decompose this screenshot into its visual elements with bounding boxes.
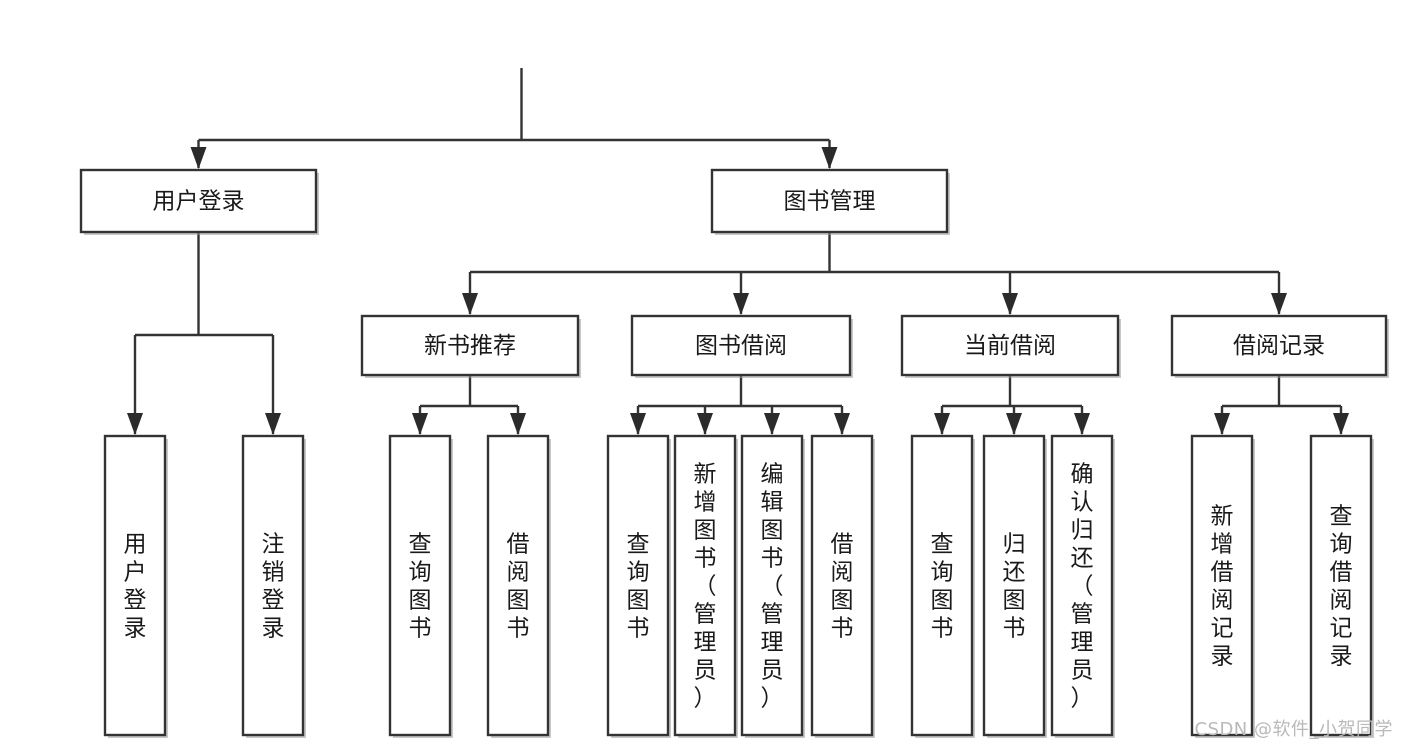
node-leaf-borrow-book[interactable]: 借阅图书 bbox=[810, 434, 875, 738]
node-new-book-recommend-rect[interactable] bbox=[360, 314, 580, 377]
node-leaf-confirm-return[interactable]: 确认归还（管理员） bbox=[1050, 434, 1115, 738]
node-leaf-edit-book-rect[interactable] bbox=[740, 434, 804, 737]
node-leaf-edit-book-label: 编辑图书（管理员） bbox=[761, 461, 784, 711]
node-leaf-edit-book[interactable]: 编辑图书（管理员） bbox=[740, 434, 805, 738]
node-layer: 用户登录图书管理新书推荐图书借阅当前借阅借阅记录用户登录注销登录查询图书借阅图书… bbox=[79, 168, 1389, 738]
node-leaf-query-book-borrow-rect[interactable] bbox=[606, 434, 670, 737]
node-leaf-add-record-label: 新增借阅记录 bbox=[1211, 503, 1234, 669]
node-leaf-query-book-rec-label: 查询图书 bbox=[409, 531, 432, 641]
node-leaf-borrow-book-rec-rect[interactable] bbox=[486, 434, 550, 737]
node-leaf-return-book-rect[interactable] bbox=[982, 434, 1046, 737]
arrow-head-icon-new-book-recommend bbox=[462, 293, 478, 315]
arrow-head-icon-leaf-query-book-rec bbox=[412, 413, 428, 435]
node-leaf-user-login-rect[interactable] bbox=[103, 434, 167, 737]
csdn-watermark: CSDN @软件_小贺同学 bbox=[1194, 719, 1393, 740]
node-borrow-record-rect[interactable] bbox=[1170, 314, 1388, 377]
arrow-head-icon-book-manage bbox=[821, 147, 838, 169]
node-new-book-recommend-label: 新书推荐 bbox=[424, 333, 516, 359]
node-user-login-label: 用户登录 bbox=[153, 189, 245, 215]
arrow-head-icon-leaf-user-login bbox=[127, 413, 143, 435]
node-current-borrow[interactable]: 当前借阅 bbox=[900, 314, 1121, 378]
node-leaf-add-book-rect[interactable] bbox=[673, 434, 737, 737]
arrow-head-icon-leaf-return-book bbox=[1006, 413, 1022, 435]
node-leaf-query-book-cur[interactable]: 查询图书 bbox=[910, 434, 975, 738]
node-leaf-logout-label: 注销登录 bbox=[262, 531, 285, 641]
arrow-head-icon-leaf-add-book bbox=[697, 413, 713, 435]
node-leaf-return-book-label: 归还图书 bbox=[1003, 531, 1026, 641]
node-leaf-add-book[interactable]: 新增图书（管理员） bbox=[673, 434, 738, 738]
node-leaf-logout[interactable]: 注销登录 bbox=[241, 434, 306, 738]
node-leaf-confirm-return-label: 确认归还（管理员） bbox=[1071, 461, 1094, 711]
node-leaf-confirm-return-rect[interactable] bbox=[1050, 434, 1114, 737]
connector-layer bbox=[127, 68, 1349, 435]
node-leaf-query-book-cur-rect[interactable] bbox=[910, 434, 974, 737]
arrow-head-icon-leaf-query-record bbox=[1333, 413, 1349, 435]
arrow-head-icon-leaf-edit-book bbox=[764, 413, 780, 435]
node-book-manage-rect[interactable] bbox=[710, 168, 949, 234]
node-leaf-borrow-book-rec[interactable]: 借阅图书 bbox=[486, 434, 551, 738]
arrow-head-icon-leaf-add-record bbox=[1214, 413, 1230, 435]
node-leaf-borrow-book-rec-label: 借阅图书 bbox=[507, 531, 530, 641]
arrow-head-icon-current-borrow bbox=[1002, 293, 1018, 315]
node-leaf-user-login-label: 用户登录 bbox=[124, 531, 147, 641]
node-book-borrow[interactable]: 图书借阅 bbox=[630, 314, 853, 378]
node-leaf-query-book-cur-label: 查询图书 bbox=[931, 531, 954, 641]
node-leaf-query-book-borrow-label: 查询图书 bbox=[627, 531, 650, 641]
node-book-manage[interactable]: 图书管理 bbox=[710, 168, 950, 235]
node-leaf-add-book-label: 新增图书（管理员） bbox=[694, 461, 717, 711]
node-leaf-query-record-rect[interactable] bbox=[1309, 434, 1373, 737]
node-user-login-rect[interactable] bbox=[79, 168, 318, 234]
node-book-manage-label: 图书管理 bbox=[784, 189, 876, 215]
node-leaf-query-book-rec-rect[interactable] bbox=[388, 434, 452, 737]
arrow-head-icon-book-borrow bbox=[733, 293, 749, 315]
arrow-head-icon-leaf-borrow-book bbox=[834, 413, 850, 435]
arrow-head-icon-user-login bbox=[190, 147, 207, 169]
arrow-head-icon-borrow-record bbox=[1271, 293, 1287, 315]
node-new-book-recommend[interactable]: 新书推荐 bbox=[360, 314, 581, 378]
node-leaf-add-record[interactable]: 新增借阅记录 bbox=[1190, 434, 1255, 738]
arrow-head-icon-leaf-confirm-return bbox=[1074, 413, 1090, 435]
arrow-head-icon-leaf-query-book-borrow bbox=[630, 413, 646, 435]
node-leaf-add-record-rect[interactable] bbox=[1190, 434, 1254, 737]
node-leaf-query-book-borrow[interactable]: 查询图书 bbox=[606, 434, 671, 738]
node-borrow-record-label: 借阅记录 bbox=[1233, 333, 1325, 359]
arrow-head-icon-leaf-query-book-cur bbox=[934, 413, 950, 435]
node-leaf-borrow-book-label: 借阅图书 bbox=[831, 531, 854, 641]
node-leaf-query-record-label: 查询借阅记录 bbox=[1330, 503, 1353, 669]
node-leaf-return-book[interactable]: 归还图书 bbox=[982, 434, 1047, 738]
node-leaf-user-login[interactable]: 用户登录 bbox=[103, 434, 168, 738]
arrow-head-icon-leaf-borrow-book-rec bbox=[510, 413, 526, 435]
node-leaf-logout-rect[interactable] bbox=[241, 434, 305, 737]
node-current-borrow-label: 当前借阅 bbox=[964, 333, 1056, 359]
node-book-borrow-rect[interactable] bbox=[630, 314, 852, 377]
node-borrow-record[interactable]: 借阅记录 bbox=[1170, 314, 1389, 378]
node-book-borrow-label: 图书借阅 bbox=[695, 333, 787, 359]
arrow-head-icon-leaf-logout bbox=[265, 413, 281, 435]
node-current-borrow-rect[interactable] bbox=[900, 314, 1120, 377]
node-leaf-query-record[interactable]: 查询借阅记录 bbox=[1309, 434, 1374, 738]
node-leaf-borrow-book-rect[interactable] bbox=[810, 434, 874, 737]
node-leaf-query-book-rec[interactable]: 查询图书 bbox=[388, 434, 453, 738]
node-user-login[interactable]: 用户登录 bbox=[79, 168, 319, 235]
